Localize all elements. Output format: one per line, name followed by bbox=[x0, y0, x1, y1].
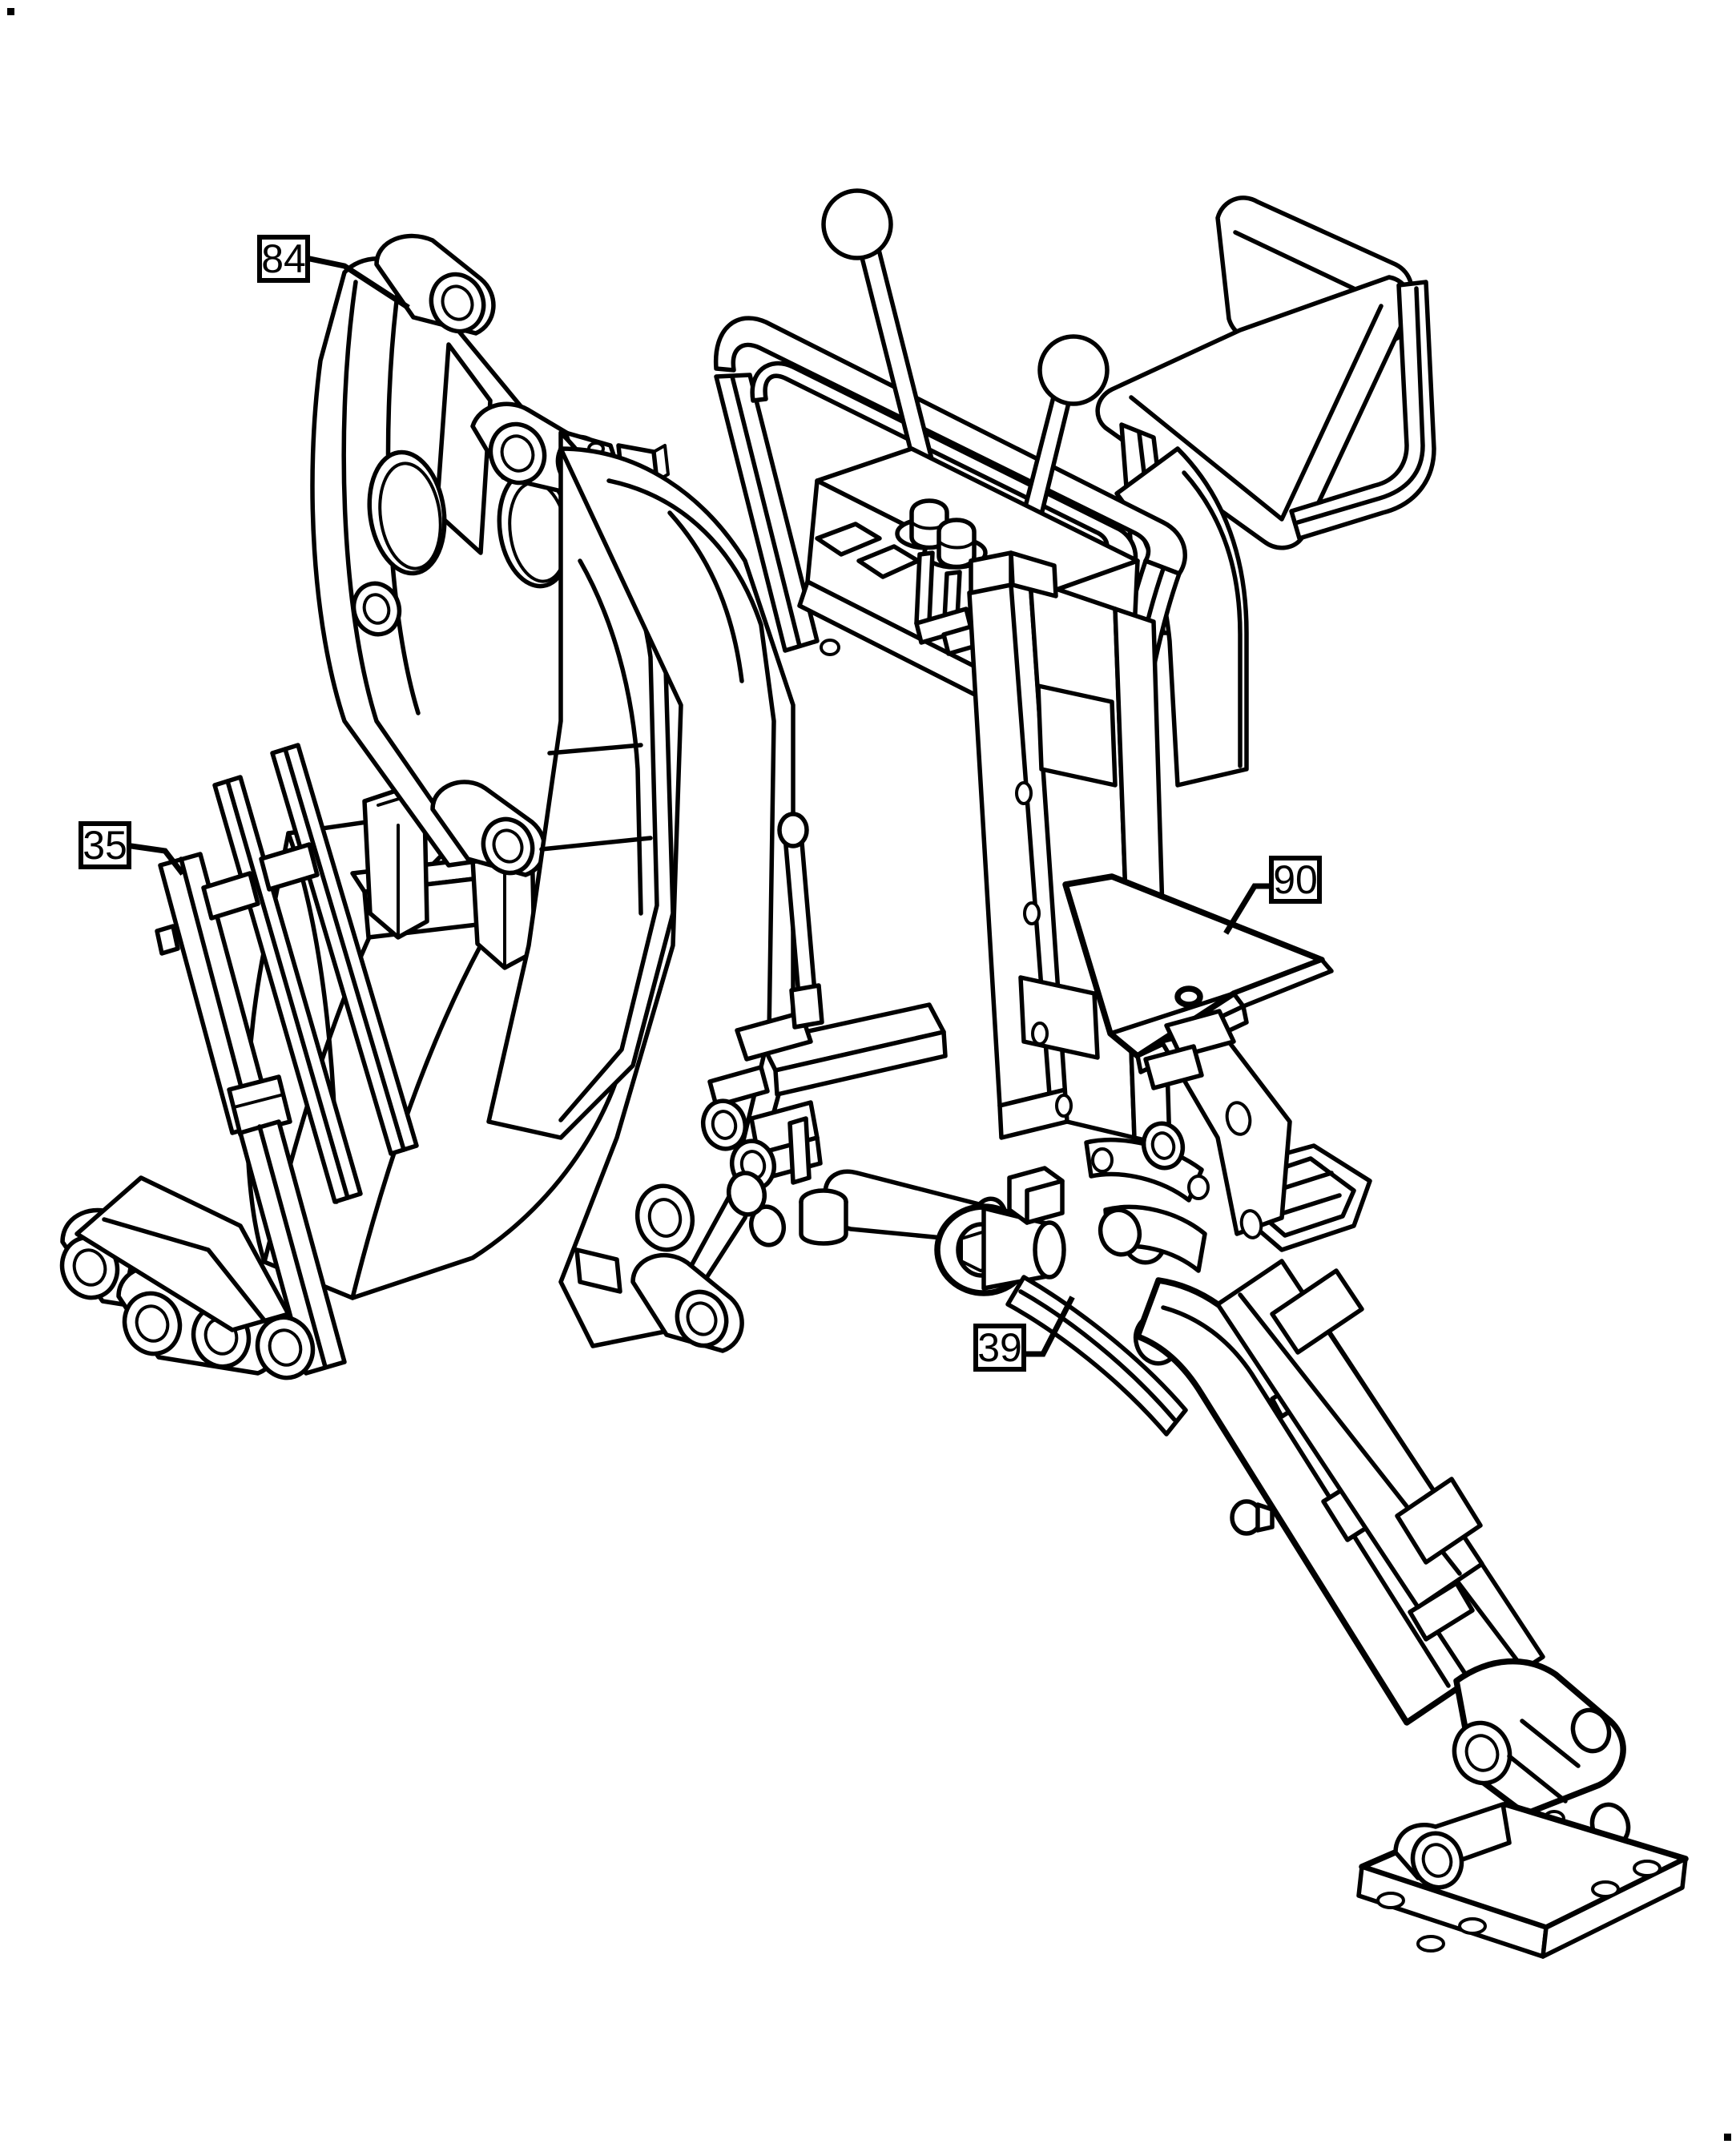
callout-84-number: 84 bbox=[261, 236, 306, 281]
stabilizer-foot-pad bbox=[1356, 1658, 1689, 1959]
callout-39: 39 bbox=[973, 1324, 1026, 1372]
callout-84: 84 bbox=[257, 235, 310, 283]
callout-leaders bbox=[128, 255, 1272, 1357]
callout-90-number: 90 bbox=[1273, 857, 1318, 902]
leader-90 bbox=[1223, 883, 1272, 935]
linkage-rods bbox=[201, 743, 419, 1204]
callout-90: 90 bbox=[1269, 856, 1322, 904]
stabilizer-cylinder bbox=[1215, 1259, 1484, 1610]
callout-35-number: 35 bbox=[83, 823, 127, 868]
callout-35: 35 bbox=[79, 821, 131, 869]
leader-39 bbox=[1023, 1296, 1075, 1357]
registration-mark-bottom-right bbox=[1724, 2134, 1731, 2141]
leader-35 bbox=[128, 843, 185, 876]
leader-84 bbox=[306, 255, 410, 310]
registration-mark-top-left bbox=[7, 8, 14, 15]
mainframe-plate bbox=[967, 550, 1172, 1148]
swing-linkage bbox=[729, 1002, 1188, 1437]
control-rod bbox=[777, 812, 824, 1030]
mount-brackets bbox=[1141, 1009, 1236, 1171]
bucket-pivot-cluster bbox=[59, 1175, 316, 1380]
callout-39-number: 39 bbox=[977, 1325, 1022, 1370]
bucket-cylinder bbox=[155, 852, 347, 1376]
